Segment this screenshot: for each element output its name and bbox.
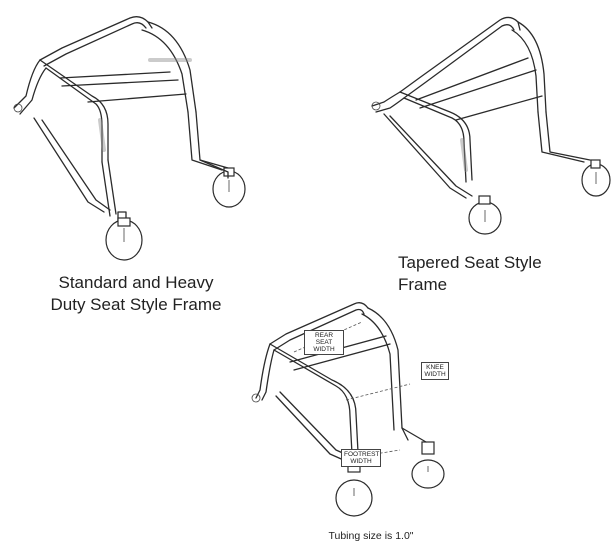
- knee-width-label: KNEE WIDTH: [421, 362, 449, 380]
- footrest-width-label: FOOTREST WIDTH: [341, 449, 381, 467]
- tapered-frame-drawing: [371, 16, 611, 235]
- tapered-frame-caption: Tapered Seat Style Frame: [398, 253, 542, 294]
- rear-seat-width-label: REAR SEAT WIDTH: [304, 330, 344, 355]
- standard-frame-drawing: [13, 16, 246, 261]
- standard-frame-caption: Standard and Heavy Duty Seat Style Frame: [50, 273, 222, 314]
- tubing-size-note: Tubing size is 1.0": [328, 530, 414, 542]
- dimensioned-frame-drawing: [251, 302, 445, 517]
